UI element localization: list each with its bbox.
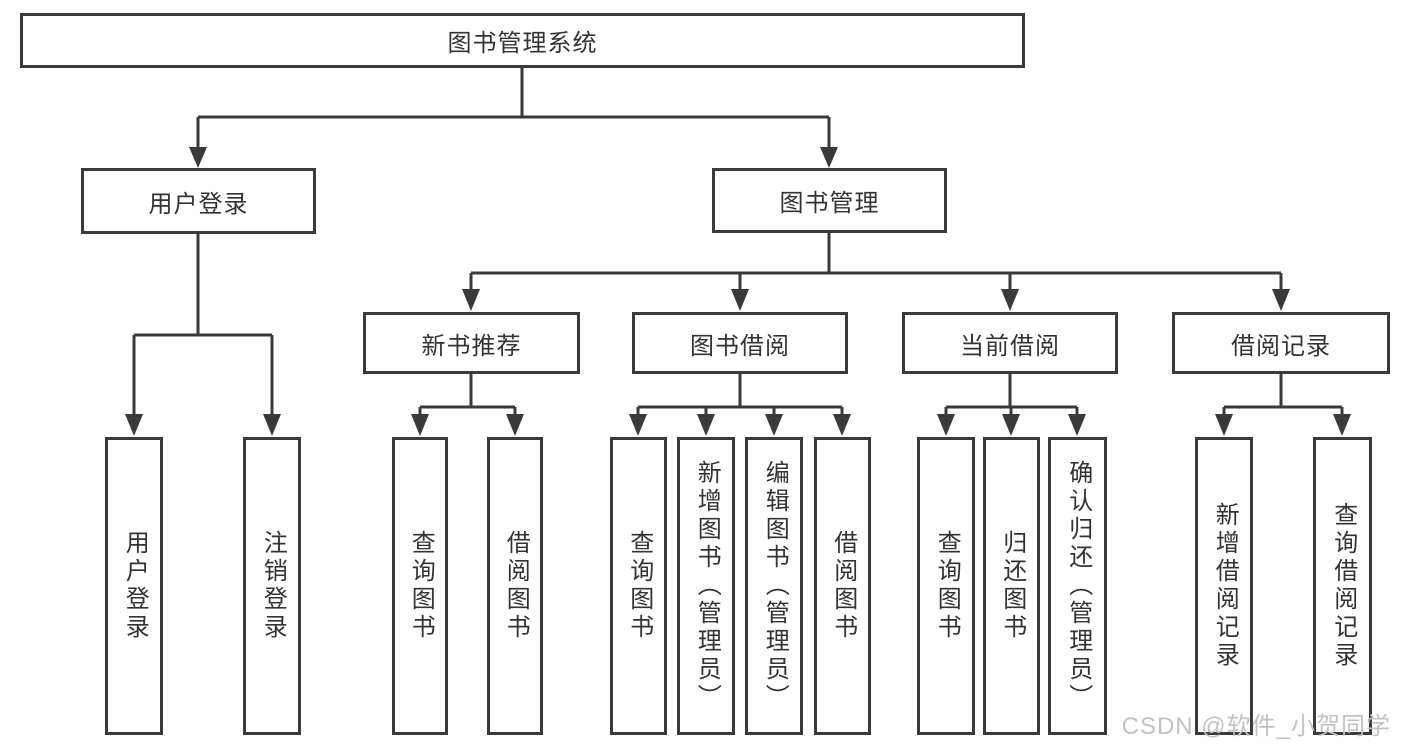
- leaf-logout-label: 注销登录: [259, 530, 287, 642]
- leaf-return-books-label: 归还图书: [998, 530, 1026, 642]
- connector-book-borrow-children: [629, 374, 851, 436]
- leaf-edit-books-admin: 编辑图书（管理员）: [745, 437, 803, 735]
- leaf-user-login-label: 用户登录: [121, 530, 149, 642]
- leaf-user-login: 用户登录: [105, 437, 163, 735]
- leaf-logout: 注销登录: [243, 437, 301, 735]
- node-borrowing-records-label: 借阅记录: [1231, 332, 1331, 360]
- connector-root-to-level2: [189, 68, 838, 168]
- leaf-query-borrow-record: 查询借阅记录: [1313, 437, 1372, 735]
- node-new-book-recommend-label: 新书推荐: [421, 332, 522, 360]
- connector-new-book-children: [411, 374, 524, 436]
- leaf-add-borrow-record-label: 新增借阅记录: [1211, 502, 1239, 670]
- leaf-query-books-recommend: 查询图书: [392, 437, 448, 735]
- leaf-borrow-books-recommend: 借阅图书: [487, 437, 543, 735]
- leaf-query-books-current-label: 查询图书: [933, 530, 961, 642]
- connector-borrow-record-children: [1215, 374, 1351, 436]
- leaf-add-books-admin: 新增图书（管理员）: [677, 437, 735, 735]
- node-current-borrowing: 当前借阅: [902, 312, 1118, 374]
- node-current-borrowing-label: 当前借阅: [960, 332, 1060, 360]
- node-user-login: 用户登录: [81, 168, 316, 234]
- node-user-login-label: 用户登录: [148, 190, 249, 218]
- leaf-confirm-return-admin: 确认归还（管理员）: [1048, 437, 1107, 735]
- leaf-borrow-books-borrowing: 借阅图书: [814, 437, 871, 735]
- connector-book-management-to-level3: [462, 233, 1290, 311]
- leaf-edit-books-admin-label: 编辑图书（管理员）: [761, 460, 789, 712]
- connector-user-login-children: [125, 234, 281, 436]
- node-borrowing-records: 借阅记录: [1172, 312, 1390, 374]
- leaf-add-borrow-record: 新增借阅记录: [1195, 437, 1253, 735]
- leaf-query-books-recommend-label: 查询图书: [407, 530, 435, 642]
- leaf-query-books-current: 查询图书: [917, 437, 975, 735]
- watermark-text: CSDN @软件_小贺同学: [1121, 713, 1391, 740]
- leaf-query-borrow-record-label: 查询借阅记录: [1329, 502, 1357, 670]
- leaf-query-books-borrowing-label: 查询图书: [625, 530, 653, 642]
- leaf-borrow-books-recommend-label: 借阅图书: [502, 530, 530, 642]
- node-root-label: 图书管理系统: [447, 30, 598, 57]
- node-book-management: 图书管理: [712, 168, 947, 233]
- node-book-borrowing: 图书借阅: [632, 312, 848, 374]
- leaf-return-books: 归还图书: [983, 437, 1040, 735]
- node-new-book-recommend: 新书推荐: [363, 312, 580, 374]
- node-book-management-label: 图书管理: [779, 190, 880, 217]
- leaf-confirm-return-admin-label: 确认归还（管理员）: [1064, 460, 1092, 712]
- node-root: 图书管理系统: [20, 13, 1025, 68]
- leaf-query-books-borrowing: 查询图书: [610, 437, 667, 735]
- leaf-add-books-admin-label: 新增图书（管理员）: [693, 460, 721, 712]
- connector-current-borrow-children: [937, 374, 1086, 436]
- node-book-borrowing-label: 图书借阅: [690, 332, 790, 360]
- leaf-borrow-books-borrowing-label: 借阅图书: [829, 530, 857, 642]
